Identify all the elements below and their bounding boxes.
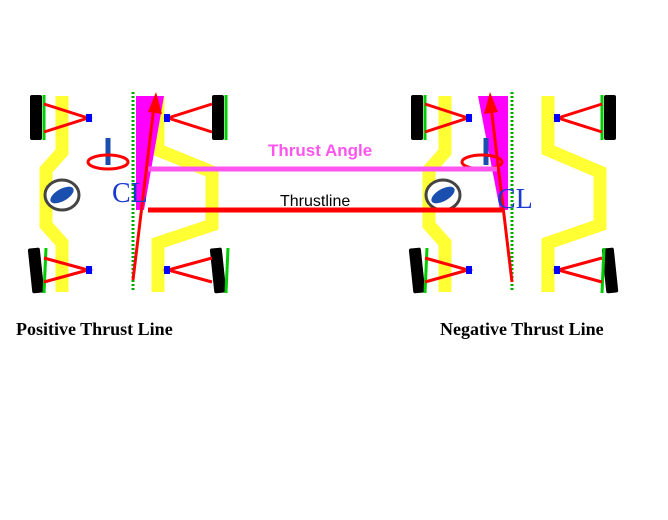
wheel-icon: [408, 247, 429, 294]
right-car: CL: [408, 92, 619, 294]
centerline-icon: CL: [112, 178, 148, 209]
left-car: CL: [27, 92, 230, 294]
steering-wheel-icon: [43, 178, 81, 212]
wheel-icon: [30, 95, 46, 140]
wheel-icon: [411, 95, 427, 140]
left-car-frame-rail-right: [151, 96, 219, 292]
wheel-icon: [27, 247, 48, 294]
wheel-icon: [209, 247, 230, 294]
caption-positive-thrust-line: Positive Thrust Line: [16, 319, 173, 339]
steering-wheel-icon: [424, 178, 462, 212]
right-car-frame-rail-right: [541, 96, 607, 292]
thrust-angle-label: Thrust Angle: [268, 141, 372, 160]
thrustline-label: Thrustline: [280, 193, 350, 210]
caption-negative-thrust-line: Negative Thrust Line: [440, 319, 604, 339]
thrust-angle-wedge: [136, 96, 164, 210]
wheel-icon: [212, 95, 228, 140]
wheel-icon: [600, 95, 616, 140]
wheel-icon: [600, 247, 619, 294]
centerline-icon: CL: [497, 184, 533, 215]
